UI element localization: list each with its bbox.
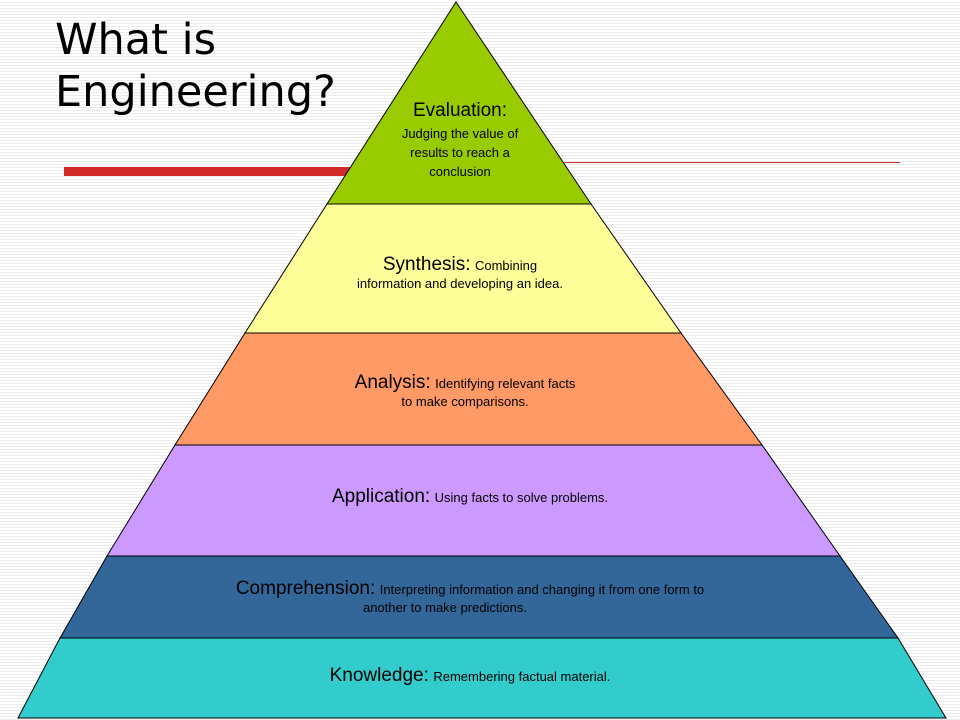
label-comprehension: Comprehension: Interpreting information …	[140, 578, 800, 615]
comprehension-desc-2: another to make predictions.	[362, 600, 528, 615]
label-evaluation: Evaluation: Judging the value of results…	[360, 100, 560, 181]
title-line-1: What is	[55, 15, 216, 65]
label-analysis: Analysis: Identifying relevant facts to …	[270, 372, 660, 409]
application-name: Application:	[331, 486, 431, 507]
label-knowledge: Knowledge: Remembering factual material.	[180, 665, 760, 687]
synthesis-name: Synthesis:	[382, 254, 471, 275]
knowledge-name: Knowledge:	[329, 665, 429, 686]
label-synthesis: Synthesis: Combining information and dev…	[290, 254, 630, 291]
comprehension-desc: Interpreting information and changing it…	[379, 582, 705, 597]
title-accent-rule	[64, 167, 354, 176]
application-desc: Using facts to solve problems.	[434, 490, 609, 505]
tier-knowledge[interactable]	[17, 637, 947, 719]
synthesis-desc: Combining	[474, 258, 538, 273]
slide-title: What is Engineering?	[55, 14, 336, 118]
comprehension-name: Comprehension:	[235, 578, 376, 599]
analysis-desc: Identifying relevant facts	[435, 376, 576, 391]
analysis-name: Analysis:	[354, 372, 431, 393]
synthesis-desc-2: information and developing an idea.	[357, 276, 563, 291]
analysis-desc-2: to make comparisons.	[401, 394, 529, 409]
evaluation-desc: Judging the value of results to reach a …	[401, 126, 519, 179]
label-application: Application: Using facts to solve proble…	[200, 486, 740, 508]
title-thin-rule	[540, 162, 900, 163]
knowledge-desc: Remembering factual material.	[433, 669, 611, 684]
evaluation-name: Evaluation:	[412, 100, 507, 121]
title-line-2: Engineering?	[55, 67, 336, 117]
